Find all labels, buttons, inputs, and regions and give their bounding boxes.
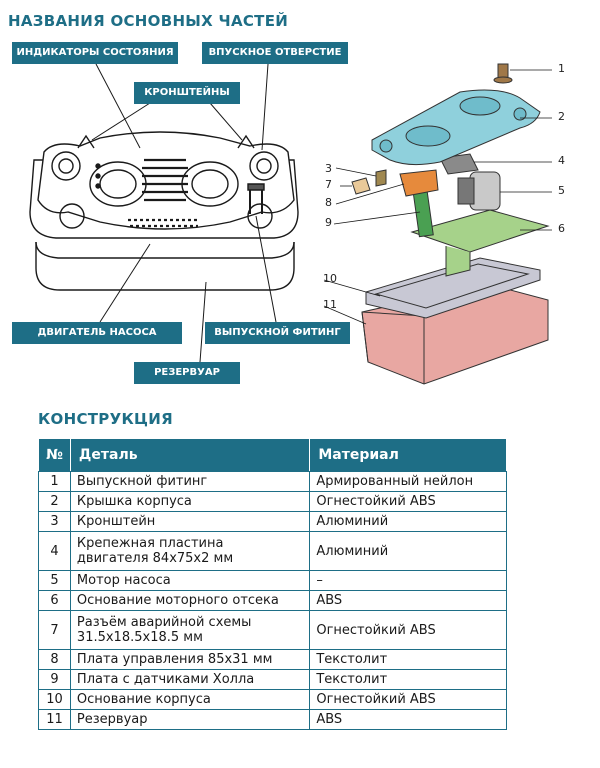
label-reservoir: РЕЗЕРВУАР [134,362,240,384]
cell-material: – [309,570,507,591]
cell-part: Резервуар [69,709,311,730]
callout-2: 2 [558,110,565,123]
callout-5: 5 [558,184,565,197]
callout-8: 8 [325,196,332,209]
cell-material: Алюминий [309,531,507,571]
cell-material: Огнестойкий ABS [309,689,507,710]
header-material: Материал [309,438,507,472]
cell-material: ABS [309,590,507,611]
callout-1: 1 [558,62,565,75]
cell-number: 7 [38,610,71,650]
cell-number: 3 [38,511,71,532]
cell-number: 11 [38,709,71,730]
cell-number: 8 [38,649,71,670]
callout-4: 4 [558,154,565,167]
cell-part: Мотор насоса [69,570,311,591]
construction-section-title: КОНСТРУКЦИЯ [38,410,173,428]
callout-7: 7 [325,178,332,191]
cell-material: Текстолит [309,669,507,690]
cell-material: Текстолит [309,649,507,670]
cell-material: ABS [309,709,507,730]
label-brackets: КРОНШТЕЙНЫ [134,82,240,104]
cell-part: Основание моторного отсека [69,590,311,611]
callout-11: 11 [323,298,337,311]
label-status-indicators: ИНДИКАТОРЫ СОСТОЯНИЯ [12,42,178,64]
cell-material: Армированный нейлон [309,471,507,492]
pump-drawing [29,131,299,291]
cell-part: Выпускной фитинг [69,471,311,492]
cell-material: Огнестойкий ABS [309,491,507,512]
cell-number: 10 [38,689,71,710]
cell-number: 6 [38,590,71,611]
callout-9: 9 [325,216,332,229]
cell-part: Плата с датчиками Холла [69,669,311,690]
callout-3: 3 [325,162,332,175]
table-header-row: № Деталь Материал [38,438,507,472]
cell-material: Алюминий [309,511,507,532]
callout-6: 6 [558,222,565,235]
cell-number: 2 [38,491,71,512]
cell-number: 1 [38,471,71,492]
header-part: Деталь [69,438,311,472]
header-number: № [38,438,71,472]
label-pointers [91,63,277,363]
cell-part: Кронштейн [69,511,311,532]
cell-part: Основание корпуса [69,689,311,710]
cell-number: 9 [38,669,71,690]
exploded-view [351,63,550,385]
callout-leaders [323,69,552,325]
cell-number: 4 [38,531,71,571]
cell-part: Крышка корпуса [69,491,311,512]
cell-part: Разъём аварийной схемы 31.5x18.5x18.5 мм [69,610,311,650]
cell-part: Плата управления 85x31 мм [69,649,311,670]
cell-number: 5 [38,570,71,591]
label-inlet: ВПУСКНОЕ ОТВЕРСТИЕ [202,42,348,64]
callout-10: 10 [323,272,337,285]
label-pump-motor: ДВИГАТЕЛЬ НАСОСА [12,322,182,344]
parts-section-title: НАЗВАНИЯ ОСНОВНЫХ ЧАСТЕЙ [8,12,289,30]
label-outlet-fitting: ВЫПУСКНОЙ ФИТИНГ [205,322,350,344]
diagram-canvas [29,63,552,385]
cell-material: Огнестойкий ABS [309,610,507,650]
cell-part: Крепежная пластина двигателя 84x75x2 мм [69,531,311,571]
